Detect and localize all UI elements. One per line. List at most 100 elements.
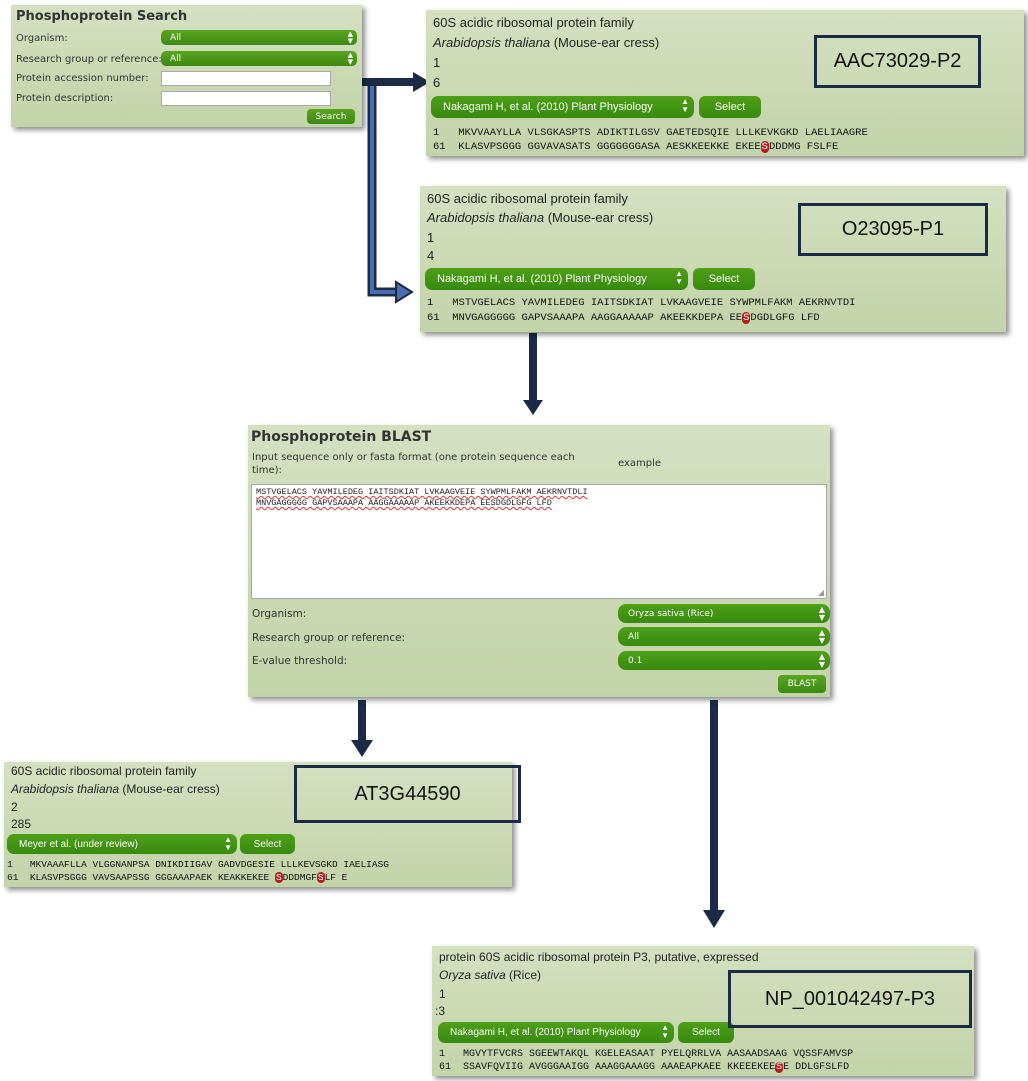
blast-organism-value: Oryza sativa (Rice)	[628, 608, 714, 619]
blast-title: Phosphoprotein BLAST	[251, 429, 432, 445]
sequence-line-1: 1 MGVYTFVCRS SGEEWTAKQL KGELEASAAT PYELQ…	[439, 1049, 971, 1060]
protein-card-o23095: 60S acidic ribosomal protein family Arab…	[420, 186, 1006, 332]
reference-select[interactable]: Nakagami H, et al. (2010) Plant Physiolo…	[431, 96, 694, 118]
info-line-2: :3	[435, 1004, 446, 1018]
protein-card-aac73029: 60S acidic ribosomal protein family Arab…	[426, 10, 1024, 156]
updown-icon: ▲▼	[818, 628, 825, 645]
accession-input[interactable]	[161, 71, 331, 86]
protein-family: 60S acidic ribosomal protein family	[427, 191, 628, 206]
description-label: Protein description:	[16, 93, 114, 104]
textarea-line-1: MSTVGELACS YAVMILEDEG IAITSDKIAT LVKAAGV…	[256, 487, 588, 497]
reference-select[interactable]: Meyer et al. (under review) ▲▼	[7, 834, 237, 854]
sequence-number: 1	[427, 297, 434, 309]
species-common: (Mouse-ear cress)	[119, 782, 220, 796]
sequence-number: 61	[439, 1062, 452, 1073]
reference-select[interactable]: Nakagami H, et al. (2010) Plant Physiolo…	[425, 268, 688, 290]
accession-id-box: AT3G44590	[294, 765, 521, 823]
research-select[interactable]: All ▲▼	[161, 51, 357, 66]
accession-id-box: NP_001042497-P3	[728, 970, 972, 1028]
sequence-line-2: 61 MNVGAGGGGG GAPVSAAAPA AAGGAAAAAP AKEE…	[427, 312, 1005, 324]
evalue-value: 0.1	[628, 655, 643, 666]
updown-icon: ▲▼	[818, 652, 825, 669]
protein-card-np001042497: protein 60S acidic ribosomal protein P3,…	[432, 946, 974, 1076]
sequence-number: 61	[427, 312, 440, 324]
accession-id-box: AAC73029-P2	[814, 35, 981, 88]
phospho-site: S	[274, 872, 283, 883]
species: Arabidopsis thaliana (Mouse-ear cress)	[11, 782, 220, 796]
species-common: (Mouse-ear cress)	[544, 210, 654, 225]
reference-select-value: Meyer et al. (under review)	[19, 838, 138, 850]
arrow-search-to-card2	[367, 86, 414, 304]
sequence-line-2: 61 SSAVFQVIIG AVGGGAAIGG AAAGGAAAGG AAAE…	[439, 1062, 971, 1073]
sequence-line-2: 61 KLASVPSGGG VAVSAAPSSG GGGAAAPAEK KEAK…	[7, 872, 507, 883]
reference-select-value: Nakagami H, et al. (2010) Plant Physiolo…	[450, 1027, 641, 1038]
blast-research-label: Research group or reference:	[252, 632, 406, 644]
sequence-line-1: 1 MKVVAAYLLA VLSGKASPTS ADIKTILGSV GAETE…	[433, 127, 1023, 139]
phospho-site: S	[775, 1062, 784, 1073]
select-button[interactable]: Select	[699, 96, 761, 118]
arrow-search-to-card1	[355, 72, 430, 92]
species-common: (Rice)	[505, 968, 542, 982]
description-input[interactable]	[161, 91, 331, 106]
sequence-line-2: 61 KLASVPSGGG GGVAVASATS GGGGGGGASA AESK…	[433, 141, 1023, 153]
evalue-label: E-value threshold:	[252, 655, 348, 667]
sequence-textarea[interactable]: MSTVGELACS YAVMILEDEG IAITSDKIAT LVKAAGV…	[251, 484, 827, 599]
species-name: Arabidopsis thaliana	[433, 35, 551, 50]
blast-research-value: All	[628, 631, 640, 642]
updown-icon: ▲▼	[347, 30, 353, 45]
evalue-select[interactable]: 0.1 ▲▼	[618, 651, 830, 670]
sequence-residues: KLASVPSGGG VAVSAAPSSG GGGAAAPAEK KEAKKEK…	[29, 872, 275, 883]
info-line-2: 4	[427, 248, 435, 263]
sequence-number: 61	[433, 141, 446, 153]
phosphoprotein-blast-panel: Phosphoprotein BLAST Input sequence only…	[248, 425, 830, 697]
blast-instructions: Input sequence only or fasta format (one…	[252, 452, 575, 476]
sequence-residues: SSAVFQVIIG AVGGGAAIGG AAAGGAAAGG AAAEAPK…	[463, 1062, 776, 1073]
research-label: Research group or reference:	[16, 54, 162, 65]
blast-organism-select[interactable]: Oryza sativa (Rice) ▲▼	[618, 604, 830, 623]
info-line-2: 6	[433, 75, 441, 90]
species-name: Oryza sativa	[439, 968, 506, 982]
sequence-residues-post: LF E	[324, 872, 348, 883]
select-button[interactable]: Select	[678, 1022, 734, 1043]
species: Arabidopsis thaliana (Mouse-ear cress)	[433, 35, 659, 50]
arrow-card2-to-blast	[523, 333, 543, 415]
organism-select[interactable]: All ▲▼	[161, 30, 357, 45]
protein-family: 60S acidic ribosomal protein family	[11, 764, 197, 778]
phosphoprotein-search-panel: Phosphoprotein Search Organism: All ▲▼ R…	[11, 5, 362, 127]
protein-family: protein 60S acidic ribosomal protein P3,…	[439, 950, 759, 964]
resize-handle-icon[interactable]: ◢	[817, 588, 824, 597]
sequence-line-1: 1 MSTVGELACS YAVMILEDEG IAITSDKIAT LVKAA…	[427, 297, 1005, 309]
sequence-residues-post: DGDLGFG LFD	[750, 312, 820, 324]
sequence-line-1: 1 MKVAAAFLLA VLGGNANPSA DNIKDIIGAV GADVD…	[7, 859, 507, 870]
sequence-number: 1	[439, 1049, 446, 1060]
phospho-site: S	[760, 141, 769, 153]
info-line-1: 1	[439, 987, 446, 1001]
species: Arabidopsis thaliana (Mouse-ear cress)	[427, 210, 653, 225]
select-button[interactable]: Select	[240, 834, 295, 854]
sequence-residues-mid: DDDMGF	[282, 872, 317, 883]
species: Oryza sativa (Rice)	[439, 968, 541, 982]
search-title: Phosphoprotein Search	[16, 9, 188, 24]
blast-organism-label: Organism:	[252, 608, 307, 620]
select-button[interactable]: Select	[693, 268, 755, 290]
sequence-residues: MGVYTFVCRS SGEEWTAKQL KGELEASAAT PYELQRR…	[463, 1049, 854, 1060]
sequence-residues-post: DDDMG FSLFE	[768, 141, 839, 153]
info-line-1: 1	[433, 55, 441, 70]
example-link[interactable]: example	[618, 458, 662, 469]
updown-icon: ▲▼	[347, 51, 353, 66]
reference-select[interactable]: Nakagami H, et al. (2010) Plant Physiolo…	[438, 1022, 674, 1043]
blast-button[interactable]: BLAST	[778, 675, 826, 693]
updown-icon: ▲▼	[224, 835, 232, 852]
updown-icon: ▲▼	[661, 1023, 669, 1040]
blast-research-select[interactable]: All ▲▼	[618, 627, 830, 646]
phospho-site-2: S	[316, 872, 325, 883]
sequence-number: 61	[7, 872, 19, 883]
accession-label: Protein accession number:	[16, 73, 149, 84]
sequence-residues: MSTVGELACS YAVMILEDEG IAITSDKIAT LVKAAGV…	[452, 297, 856, 309]
protein-family: 60S acidic ribosomal protein family	[433, 15, 634, 30]
phospho-site: S	[742, 312, 751, 324]
search-button[interactable]: Search	[307, 109, 355, 124]
species-name: Arabidopsis thaliana	[427, 210, 545, 225]
sequence-number: 1	[433, 127, 440, 139]
